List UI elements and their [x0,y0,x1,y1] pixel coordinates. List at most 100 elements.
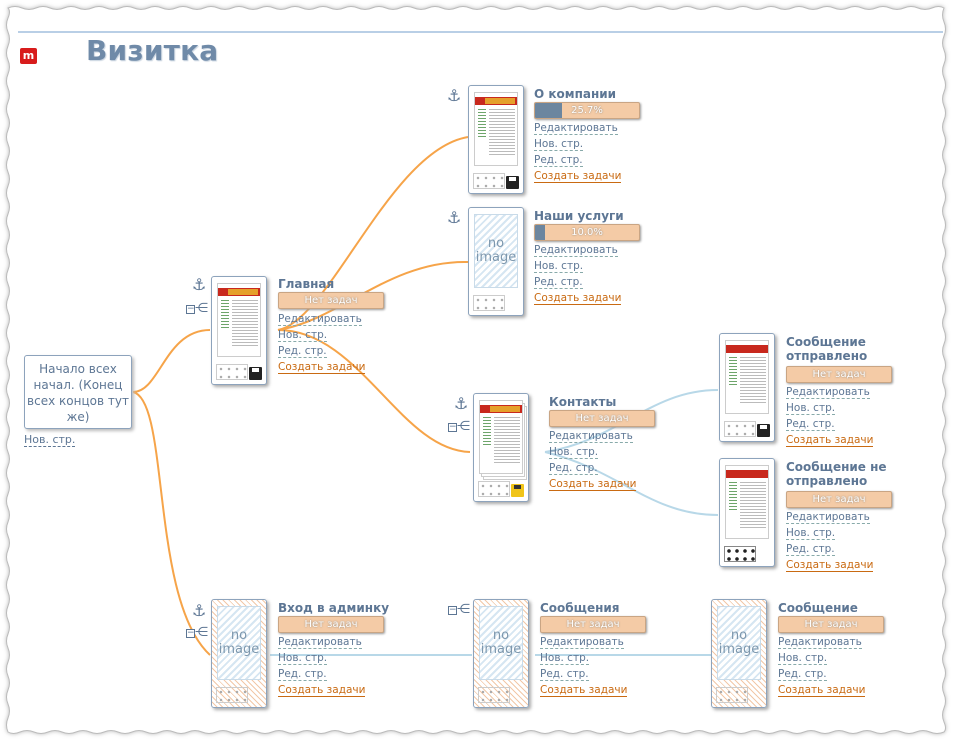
page-thumbnail-o-kompanii[interactable] [468,85,524,194]
page-layout-icon[interactable] [724,421,756,437]
create-tasks-link[interactable]: Создать задачи [778,684,866,697]
new-page-link[interactable]: Нов. стр. [786,402,836,415]
edit-link[interactable]: Редактировать [786,386,870,399]
page-title: Визитка [86,34,219,67]
branch-fan-icon: ⋲ [457,419,470,434]
node-title-o-kompanii[interactable]: О компании [534,87,617,101]
status-badge: Нет задач [549,410,655,427]
page-layout-icon[interactable] [478,687,510,703]
progress-bar-nashi-uslugi: 10.0% [534,224,640,241]
save-icon[interactable] [757,424,770,437]
new-page-link[interactable]: Нов. стр. [534,138,584,151]
link-root-glavnaya [132,329,211,393]
progress-fill [535,103,562,118]
anchor-icon[interactable]: ⚓ [192,601,207,620]
edit-link[interactable]: Редактировать [540,636,624,649]
page-layout-icon[interactable] [724,546,756,562]
create-tasks-link[interactable]: Создать задачи [786,559,874,572]
progress-fill [535,225,546,240]
anchor-icon[interactable]: ⚓ [447,208,462,227]
collapse-icon: − [186,628,195,638]
node-title-glavnaya[interactable]: Главная [278,277,335,291]
edit-page-link[interactable]: Ред. стр. [278,345,327,358]
anchor-icon[interactable]: ⚓ [192,275,207,294]
new-page-link[interactable]: Нов. стр. [278,329,328,342]
create-tasks-link[interactable]: Создать задачи [540,684,628,697]
edit-link[interactable]: Редактировать [778,636,862,649]
create-tasks-link[interactable]: Создать задачи [549,478,637,491]
page-thumbnail-soobshchenie-ne-otpravleno[interactable] [719,458,775,567]
create-tasks-link[interactable]: Создать задачи [278,361,366,374]
branch-fan-icon: ⋲ [195,625,208,640]
link-root-vhod [132,391,211,656]
edit-page-link[interactable]: Ред. стр. [540,668,589,681]
edit-link[interactable]: Редактировать [534,122,618,135]
edit-page-link[interactable]: Ред. стр. [549,462,598,475]
page-screenshot [479,400,523,474]
edit-page-link[interactable]: Ред. стр. [278,668,327,681]
node-title-soobshchenie[interactable]: Сообщение [778,601,858,615]
edit-link[interactable]: Редактировать [534,244,618,257]
edit-page-link[interactable]: Ред. стр. [534,154,583,167]
branch-fan-icon: ⋲ [195,301,208,316]
edit-page-link[interactable]: Ред. стр. [786,543,835,556]
node-title-vhod-v-adminku[interactable]: Вход в админку [278,601,390,615]
edit-page-link[interactable]: Ред. стр. [778,668,827,681]
page-layout-icon[interactable] [216,364,248,380]
collapse-icon: − [448,422,457,432]
new-page-link[interactable]: Нов. стр. [549,446,599,459]
new-page-link[interactable]: Нов. стр. [540,652,590,665]
edit-page-link[interactable]: Ред. стр. [534,276,583,289]
collapse-icon: − [186,304,195,314]
node-title-kontakty[interactable]: Контакты [549,395,617,409]
edit-link[interactable]: Редактировать [549,430,633,443]
anchor-icon[interactable]: ⚓ [447,86,462,105]
page-layout-icon[interactable] [216,687,248,703]
create-tasks-link[interactable]: Создать задачи [278,684,366,697]
page-thumbnail-glavnaya[interactable] [211,276,267,385]
page-layout-icon[interactable] [478,481,510,497]
collapse-toggle[interactable]: − ⋲ [448,420,470,436]
create-tasks-link[interactable]: Создать задачи [534,292,622,305]
collapse-icon: − [448,605,457,615]
header-divider [18,31,943,33]
page-layout-icon[interactable] [716,687,748,703]
new-page-link[interactable]: Нов. стр. [534,260,584,273]
save-icon[interactable] [511,484,524,497]
app-logo-icon[interactable]: m [20,48,37,64]
edit-page-link[interactable]: Ред. стр. [786,418,835,431]
status-badge: Нет задач [786,366,892,383]
new-page-link[interactable]: Нов. стр. [778,652,828,665]
save-icon[interactable] [249,367,262,380]
node-title-nashi-uslugi[interactable]: Наши услуги [534,209,624,223]
page-thumbnail-soobshchenie-otpravleno[interactable] [719,333,775,442]
create-tasks-link[interactable]: Создать задачи [786,434,874,447]
status-badge: Нет задач [278,616,384,633]
new-page-link[interactable]: Нов. стр. [786,527,836,540]
new-page-link[interactable]: Нов. стр. [278,652,328,665]
page-layout-icon[interactable] [473,295,505,311]
collapse-toggle[interactable]: − ⋲ [448,603,470,619]
create-tasks-link[interactable]: Создать задачи [534,170,622,183]
save-icon[interactable] [506,176,519,189]
collapse-toggle[interactable]: − ⋲ [186,302,208,318]
edit-link[interactable]: Редактировать [786,511,870,524]
edit-link[interactable]: Редактировать [278,636,362,649]
node-title-soobshcheniya[interactable]: Сообщения [540,601,620,615]
root-node[interactable]: Начало всех начал. (Конец всех концов ту… [24,355,132,429]
page-layout-icon[interactable] [473,173,505,189]
edit-link[interactable]: Редактировать [278,313,362,326]
root-new-page-link[interactable]: Нов. стр. [24,433,76,447]
anchor-icon[interactable]: ⚓ [454,394,469,413]
link-glavnaya-o-kompanii [277,136,469,331]
collapse-toggle[interactable]: − ⋲ [186,626,208,642]
page-thumbnail-kontakty[interactable] [473,393,529,502]
